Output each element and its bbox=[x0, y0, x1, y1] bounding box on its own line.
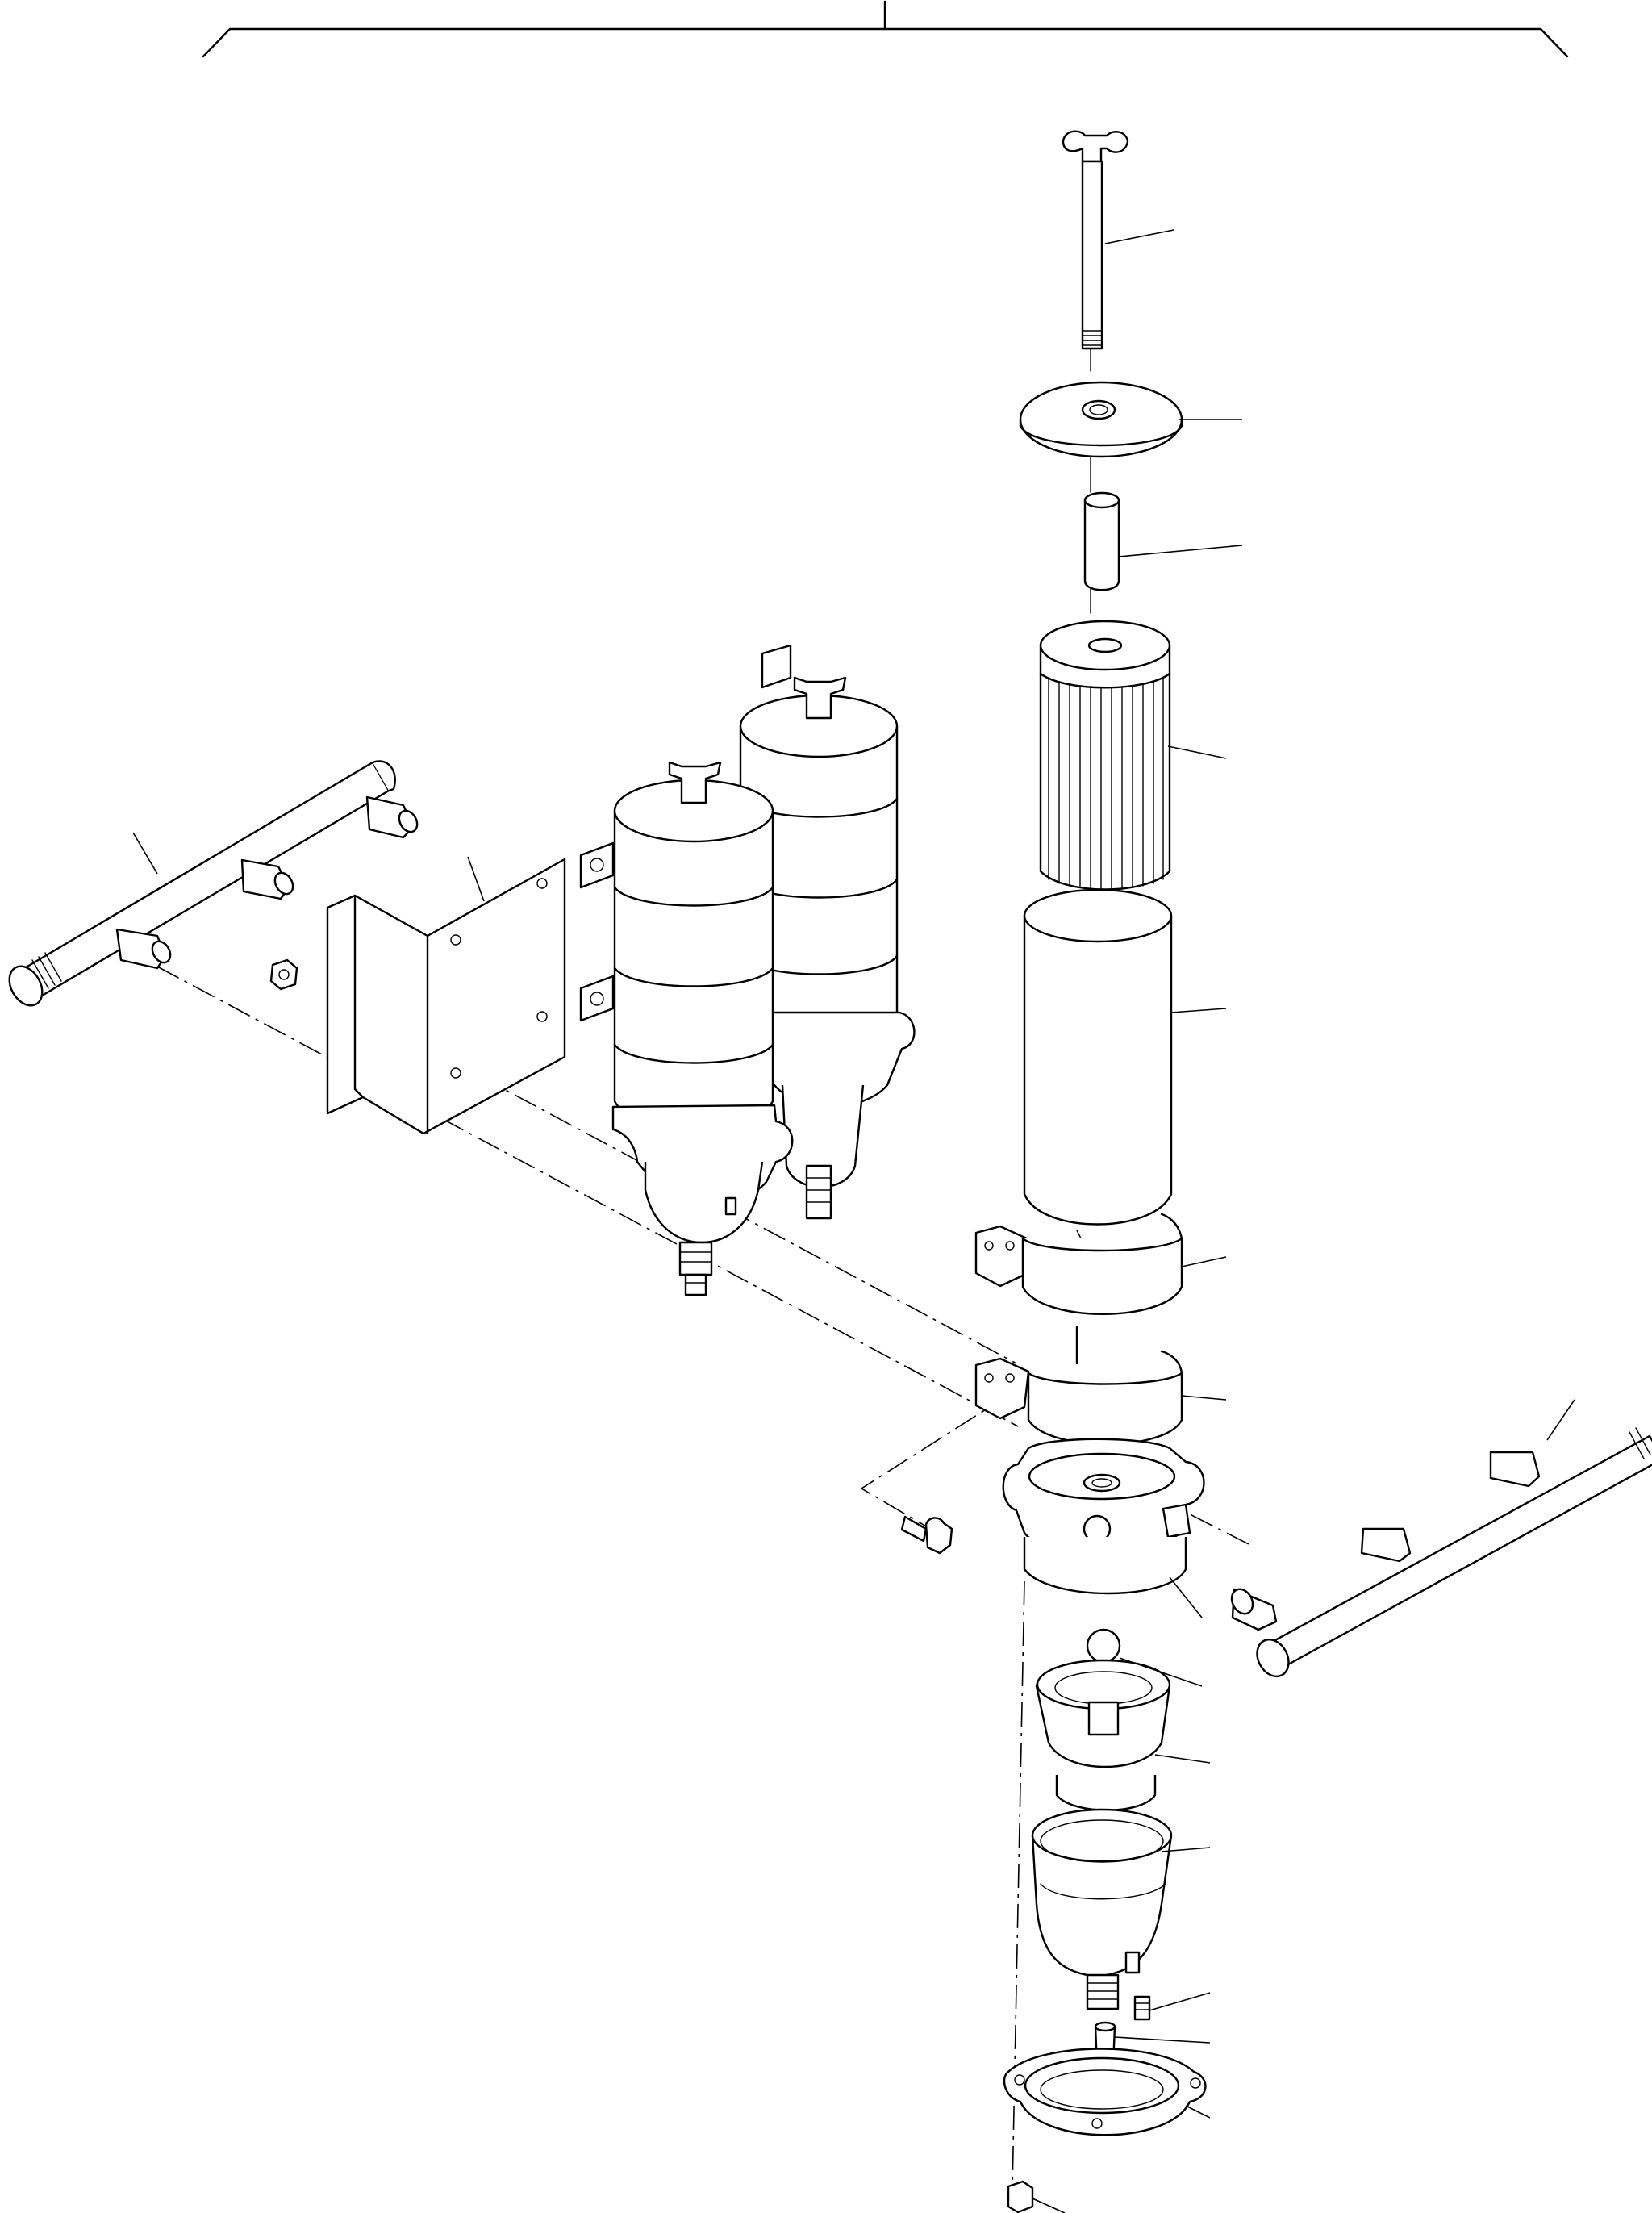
check-ball bbox=[1086, 1628, 1121, 1664]
filter-element bbox=[1039, 620, 1171, 891]
assembled-filter-unit-front bbox=[579, 761, 794, 1296]
left-manifold-pipe bbox=[8, 760, 419, 1007]
assembled-filter-unit-rear bbox=[738, 676, 916, 1220]
drain-plug bbox=[1133, 1995, 1151, 2021]
t-handle-bolt bbox=[1062, 130, 1129, 350]
callout-leaders bbox=[132, 229, 1575, 2213]
clamp-band-upper bbox=[974, 1213, 1183, 1315]
collection-bowl bbox=[1031, 1808, 1173, 2010]
spacer-sleeve bbox=[1083, 491, 1120, 591]
mounting-bracket bbox=[326, 644, 792, 1135]
drawing-frame-bracket bbox=[202, 0, 1569, 58]
retainer-ring bbox=[1003, 2048, 1207, 2136]
cover-disc bbox=[1019, 381, 1183, 458]
cap-screw bbox=[1007, 2180, 1034, 2213]
right-manifold-pipe bbox=[1230, 1427, 1652, 1678]
hex-nut bbox=[269, 958, 298, 991]
clamp-band-lower bbox=[974, 1326, 1183, 1446]
turbine-funnel bbox=[1035, 1659, 1171, 1811]
mounting-bolt bbox=[900, 1515, 953, 1555]
filter-housing-sleeve bbox=[1023, 888, 1173, 1247]
filter-head bbox=[1002, 1438, 1205, 1595]
